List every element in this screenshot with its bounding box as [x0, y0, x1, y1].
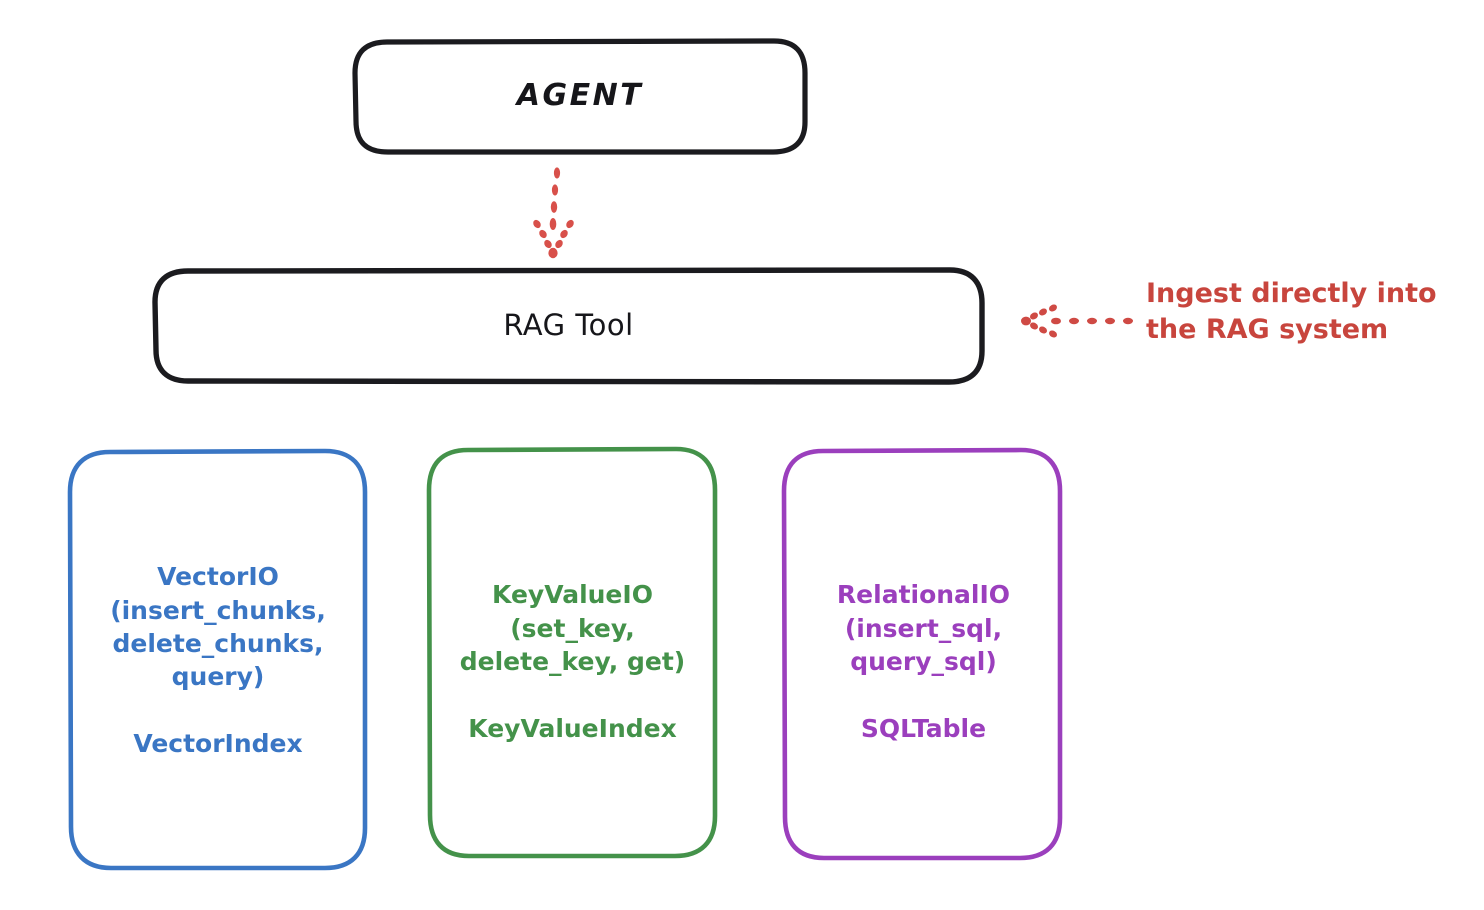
key-value-io-card[interactable]: [426, 446, 718, 859]
sql-table-text: SQLTable: [860, 713, 987, 743]
key-value-index-text: KeyValueIndex: [468, 713, 677, 743]
vector-index-text: VectorIndex: [133, 729, 303, 758]
key-value-io-api-text: KeyValueIO (set_key, delete_key, get): [459, 580, 686, 676]
vector-io-api-text: VectorIO (insert_chunks, delete_chunks, …: [110, 562, 326, 691]
key-value-io-label: KeyValueIO (set_key, delete_key, get) Ke…: [430, 545, 715, 778]
ingest-annotation-text: Ingest directly into the RAG system: [1146, 278, 1437, 345]
agent-box[interactable]: [352, 38, 808, 155]
relational-io-api-text: RelationalIO (insert_sql, query_sql): [836, 580, 1011, 676]
agent-to-rag-tool-arrow: [533, 167, 574, 259]
relational-io-card[interactable]: [781, 447, 1063, 861]
vector-io-card[interactable]: [67, 448, 368, 871]
vector-io-label: VectorIO (insert_chunks, delete_chunks, …: [72, 527, 364, 794]
rag-tool-box[interactable]: [152, 267, 985, 385]
relational-io-label: RelationalIO (insert_sql, query_sql) SQL…: [786, 545, 1061, 778]
ingest-arrow: [1021, 304, 1133, 338]
